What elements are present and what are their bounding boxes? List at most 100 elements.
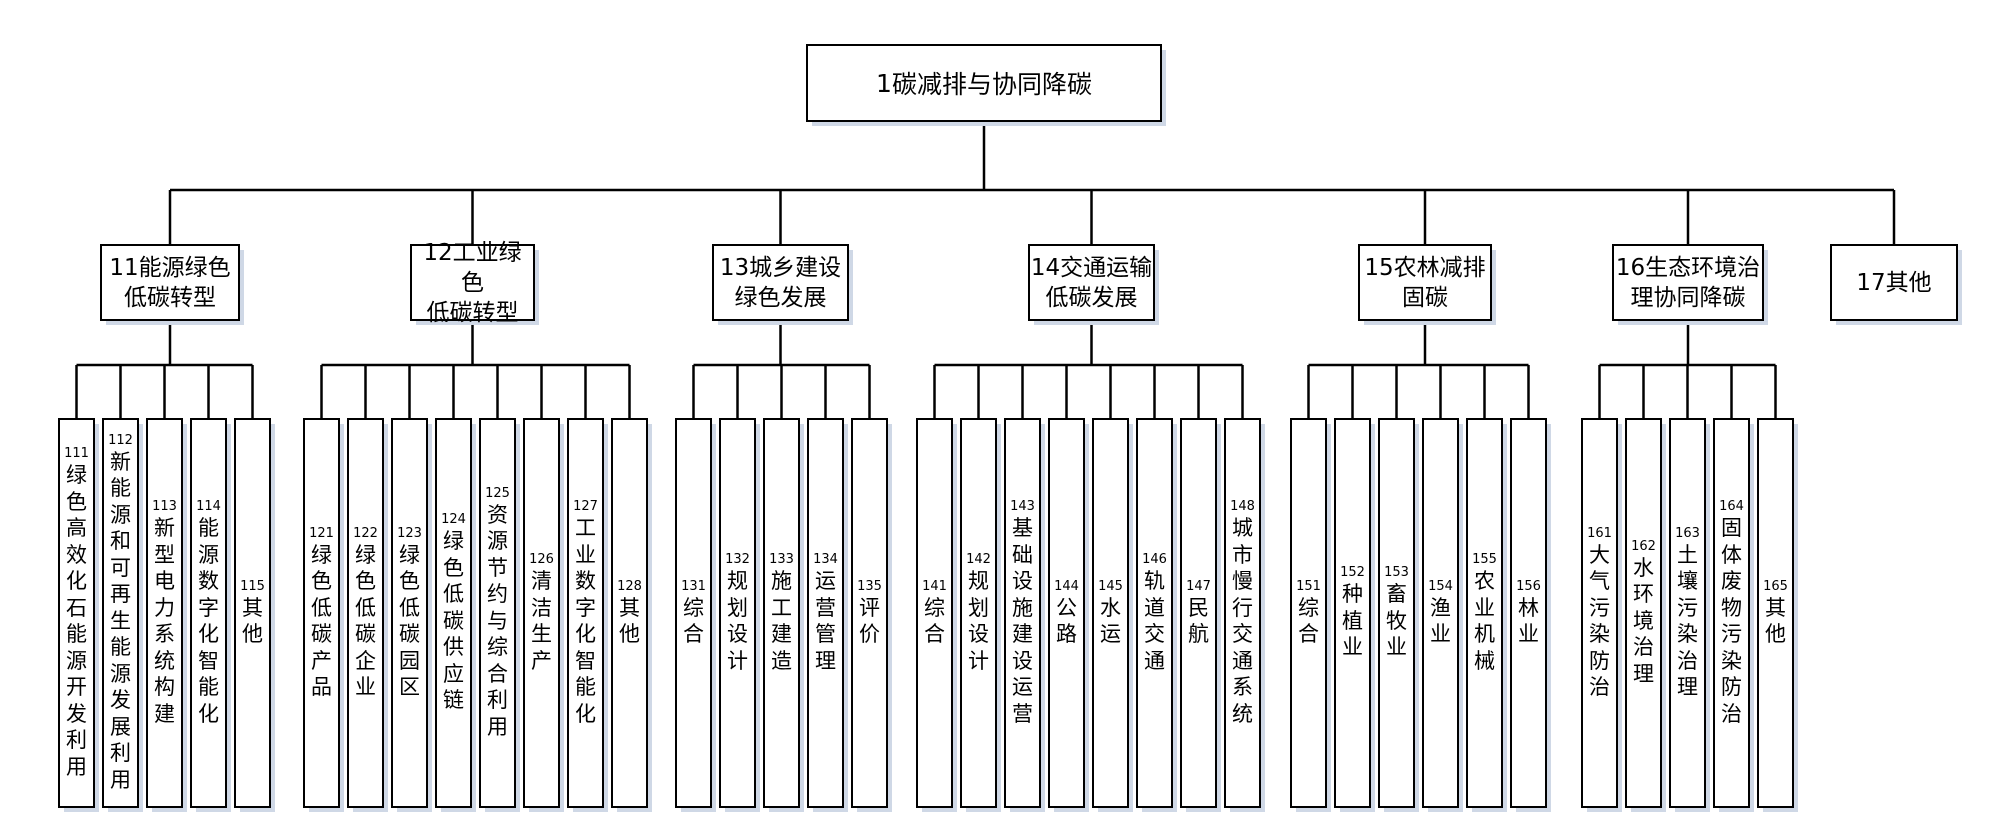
- leaf-label: 水运: [1100, 595, 1121, 647]
- leaf-label: 工业数字化智能化: [575, 516, 596, 726]
- category-label: 12工业绿色 低碳转型: [423, 239, 522, 326]
- leaf-label: 农业机械: [1474, 569, 1495, 673]
- leaf-node-143: 143 基础设施建设运营: [1004, 418, 1041, 808]
- leaf-code: 121: [309, 525, 334, 541]
- category-node-14: 14交通运输 低碳发展: [1028, 244, 1155, 321]
- leaf-label: 固体废物污染防治: [1721, 516, 1742, 726]
- leaf-label: 民航: [1188, 595, 1209, 647]
- root-code: 1: [876, 68, 892, 98]
- category-node-13: 13城乡建设 绿色发展: [712, 244, 849, 321]
- leaf-code: 154: [1428, 578, 1453, 594]
- leaf-code: 151: [1296, 578, 1321, 594]
- leaf-label: 清洁生产: [531, 569, 552, 673]
- leaf-label: 其他: [1765, 595, 1786, 647]
- leaf-code: 163: [1675, 525, 1700, 541]
- leaf-label: 综合: [1298, 595, 1319, 647]
- leaf-code: 144: [1054, 578, 1079, 594]
- leaf-code: 127: [573, 499, 598, 514]
- leaf-code: 125: [485, 485, 510, 501]
- leaf-code: 146: [1142, 552, 1167, 567]
- leaf-code: 142: [966, 552, 991, 567]
- leaf-label: 运营管理: [815, 569, 836, 673]
- category-node-17: 17其他: [1830, 244, 1958, 321]
- leaf-label: 绿色低碳企业: [355, 542, 376, 700]
- leaf-label: 绿色低碳供应链: [443, 529, 464, 713]
- leaf-label: 种植业: [1342, 582, 1363, 660]
- leaf-label: 基础设施建设运营: [1012, 516, 1033, 726]
- leaf-code: 132: [725, 552, 750, 567]
- leaf-code: 143: [1010, 499, 1035, 514]
- leaf-code: 133: [769, 552, 794, 567]
- leaf-node-134: 134 运营管理: [807, 418, 844, 808]
- leaf-label: 其他: [242, 595, 263, 647]
- leaf-node-133: 133 施工建造: [763, 418, 800, 808]
- leaf-code: 126: [529, 552, 554, 567]
- leaf-code: 122: [353, 525, 378, 541]
- leaf-label: 绿色低碳园区: [399, 542, 420, 700]
- leaf-label: 大气污染防治: [1589, 542, 1610, 700]
- leaf-code: 112: [108, 432, 133, 448]
- leaf-label: 土壤污染治理: [1677, 542, 1698, 700]
- leaf-label: 城市慢行交通系统: [1232, 516, 1253, 726]
- leaf-label: 绿色低碳产品: [311, 542, 332, 700]
- leaf-label: 水环境治理: [1633, 555, 1654, 686]
- leaf-code: 135: [857, 578, 882, 594]
- leaf-label: 综合: [683, 595, 704, 647]
- category-node-11: 11能源绿色 低碳转型: [100, 244, 240, 321]
- category-label: 16生态环境治 理协同降碳: [1615, 254, 1761, 311]
- leaf-label: 规划设计: [968, 569, 989, 673]
- leaf-label: 公路: [1056, 595, 1077, 647]
- category-label: 17其他: [1856, 269, 1932, 296]
- leaf-code: 153: [1384, 565, 1409, 581]
- leaf-code: 124: [441, 512, 466, 528]
- leaf-code: 152: [1340, 565, 1365, 581]
- leaf-label: 畜牧业: [1386, 582, 1407, 660]
- leaf-label: 渔业: [1430, 595, 1451, 647]
- leaf-label: 资源节约与综合利用: [487, 502, 508, 739]
- leaf-label: 规划设计: [727, 569, 748, 673]
- category-label: 14交通运输 低碳发展: [1030, 254, 1153, 311]
- category-node-16: 16生态环境治 理协同降碳: [1612, 244, 1764, 321]
- category-label: 15农林减排 固碳: [1364, 254, 1486, 311]
- leaf-code: 113: [152, 499, 177, 514]
- leaf-label: 林业: [1518, 595, 1539, 647]
- leaf-label: 施工建造: [771, 569, 792, 673]
- leaf-code: 148: [1230, 499, 1255, 514]
- category-node-15: 15农林减排 固碳: [1358, 244, 1492, 321]
- leaf-code: 134: [813, 552, 838, 567]
- leaf-code: 111: [64, 446, 89, 461]
- category-label: 11能源绿色 低碳转型: [109, 254, 231, 311]
- leaf-code: 161: [1587, 525, 1612, 541]
- leaf-label: 能源数字化智能化: [198, 516, 219, 726]
- leaf-node-148: 148 城市慢行交通系统: [1224, 418, 1261, 808]
- category-label: 13城乡建设 绿色发展: [719, 254, 842, 311]
- leaf-code: 115: [240, 578, 265, 594]
- leaf-node-142: 142 规划设计: [960, 418, 997, 808]
- root-label: 碳减排与协同降碳: [891, 70, 1092, 99]
